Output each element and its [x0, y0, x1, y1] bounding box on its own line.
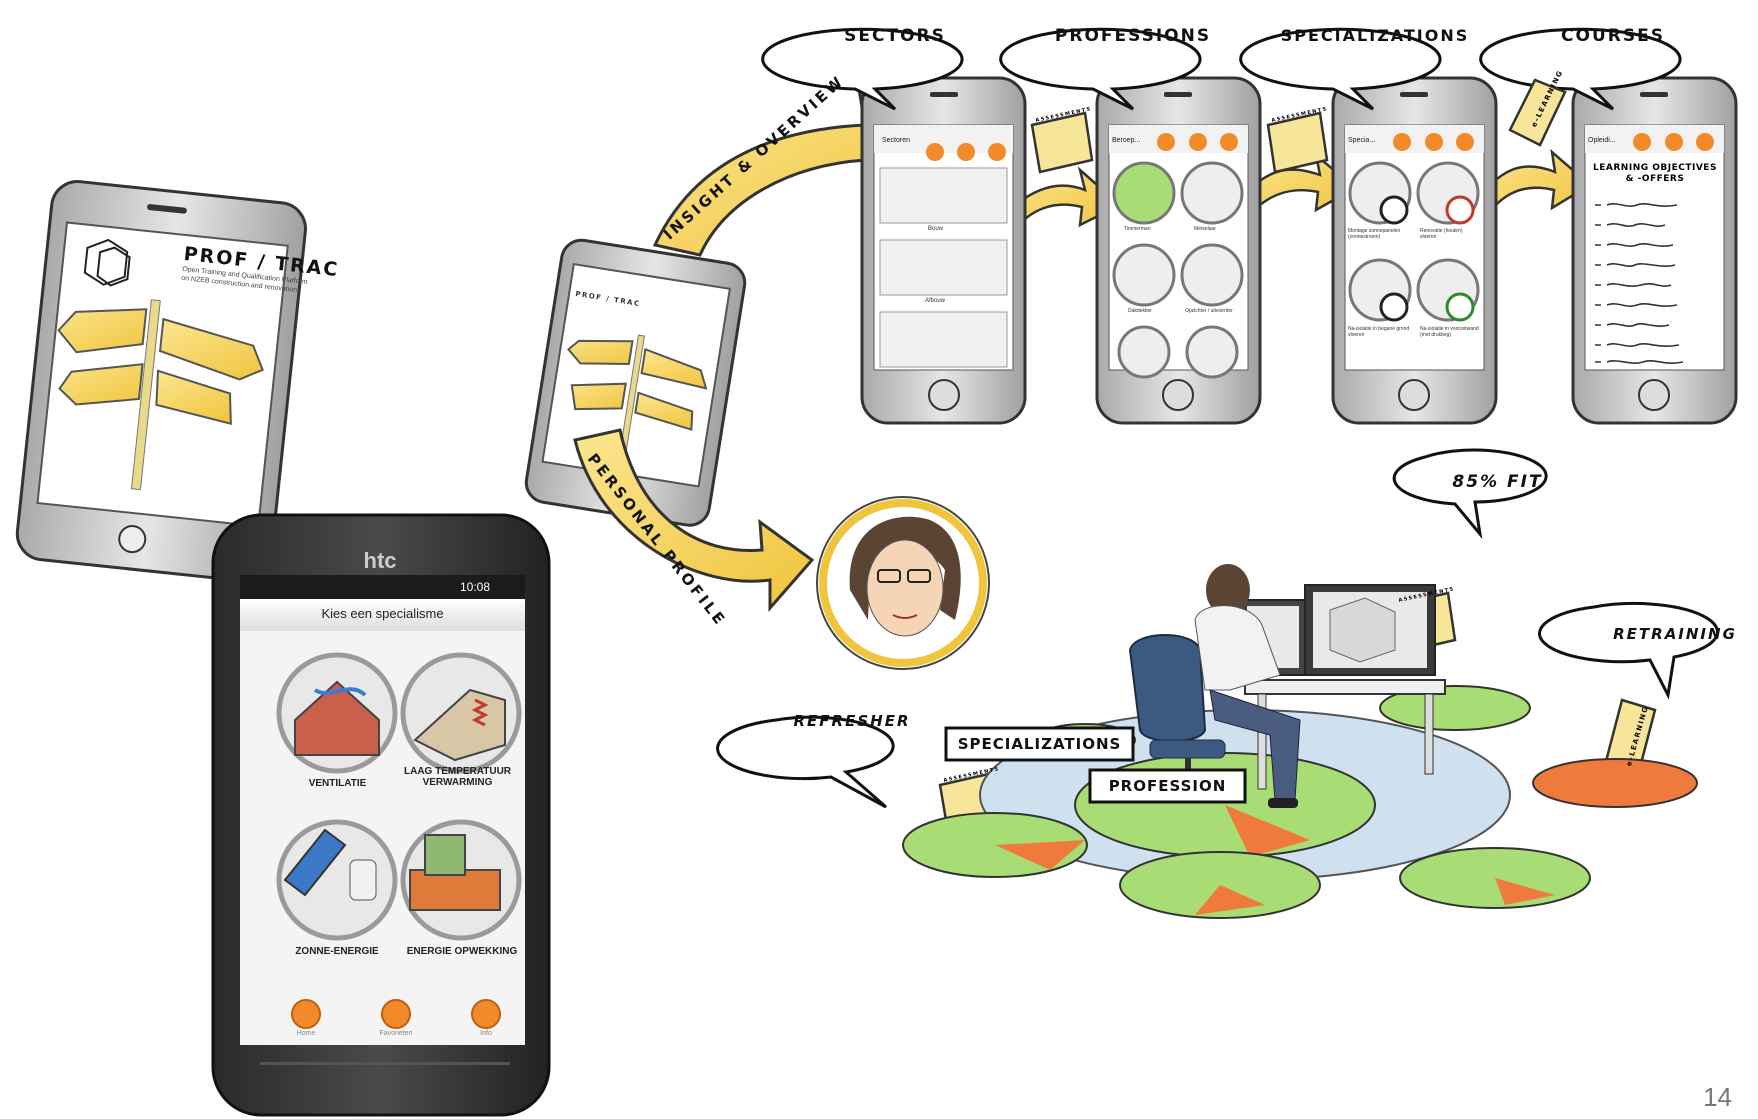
sectors-item-1: Afbouw [925, 298, 946, 304]
htc-phone [211, 513, 551, 1117]
arrow-personal-profile [573, 428, 815, 612]
bubble-85-fit: 85% FIT [1452, 472, 1543, 492]
specializations-item-2: Na-isolatie in begane grond vloeren [1348, 326, 1410, 338]
htc-tile-label-energie-opwekking: ENERGIE OPWEKKING [406, 946, 518, 957]
htc-tile-zonne-energie[interactable] [276, 819, 398, 941]
courses-title-1: LEARNING OBJECTIVES [1593, 163, 1717, 173]
htc-tile-laag-temperatuur[interactable] [400, 652, 522, 774]
star-icon[interactable] [381, 999, 411, 1029]
courses-title-2: & -OFFERS [1625, 174, 1685, 184]
htc-tile-energie-opwekking[interactable] [400, 819, 522, 941]
professions-item-3: Opzichter / uitvoerder [1185, 308, 1233, 314]
iphone-professions [1095, 76, 1262, 425]
bubble-sectors: SECTORS [844, 26, 946, 46]
professions-item-2: Dakdekker [1128, 308, 1152, 314]
bubble-courses: COURSES [1561, 26, 1665, 46]
office-chair [1128, 634, 1226, 798]
label-profession: PROFESSION [1108, 777, 1227, 795]
specializations-item-1: Renovatie (houten) vloeren [1420, 228, 1463, 240]
course-list-scribbles [1595, 203, 1684, 364]
htc-nav-favorieten[interactable]: Favorieten [379, 1030, 413, 1037]
label-specializations: SPECIALIZATIONS [957, 735, 1122, 753]
sectors-item-0: Bouw [928, 226, 944, 232]
htc-tile-label-ventilatie: VENTILATIE [308, 778, 367, 789]
professions-item-0: Timmerman [1124, 226, 1151, 232]
bubble-professions: PROFESSIONS [1054, 26, 1212, 46]
bubble-refresher: REFRESHER [793, 712, 911, 730]
professions-screen-header: Beroep... [1112, 137, 1141, 144]
specializations-item-3: Na-isolatie in voorzetwand (met drukbeg) [1420, 326, 1479, 338]
htc-screen-title: Kies een specialisme [321, 606, 444, 621]
htc-tile-ventilatie[interactable] [276, 652, 398, 774]
assessment-a-badge-icon [1379, 195, 1475, 322]
bubble-retraining: RETRAINING [1613, 625, 1737, 643]
htc-tile-label-laag-temperatuur: LAAG TEMPERATUUR VERWARMING [403, 766, 512, 788]
htc-nav-info[interactable]: Info [480, 1030, 492, 1037]
iphone-sectors [860, 76, 1027, 425]
htc-brand: htc [363, 548, 397, 573]
workstation-desk [1239, 584, 1446, 790]
iphone-courses [1571, 76, 1738, 425]
home-icon[interactable] [291, 999, 321, 1029]
proftrac-phone-large [15, 180, 307, 583]
professions-item-1: Metselaar [1194, 226, 1216, 232]
htc-tile-label-zonne-energie: ZONNE-ENERGIE [295, 946, 379, 957]
info-icon[interactable] [471, 999, 501, 1029]
profile-avatar [816, 496, 990, 670]
sectors-screen-header: Sectoren [882, 137, 911, 144]
bubble-shapes-top [761, 27, 1682, 111]
htc-nav-home[interactable]: Home [296, 1030, 316, 1037]
bubble-specializations: SPECIALIZATIONS [1280, 26, 1470, 45]
courses-screen-header: Opleidi... [1588, 137, 1616, 144]
specializations-screen-header: Specia... [1348, 137, 1376, 144]
page-number: 14 [1703, 1082, 1732, 1112]
htc-status-time: 10:08 [460, 580, 491, 594]
proftrac-logo-icon [83, 238, 131, 287]
specializations-item-0: Montage zonnepanelen (zonnestroom) [1348, 228, 1401, 240]
assessment-card-icon [938, 111, 1457, 834]
person-at-desk [1194, 564, 1301, 808]
